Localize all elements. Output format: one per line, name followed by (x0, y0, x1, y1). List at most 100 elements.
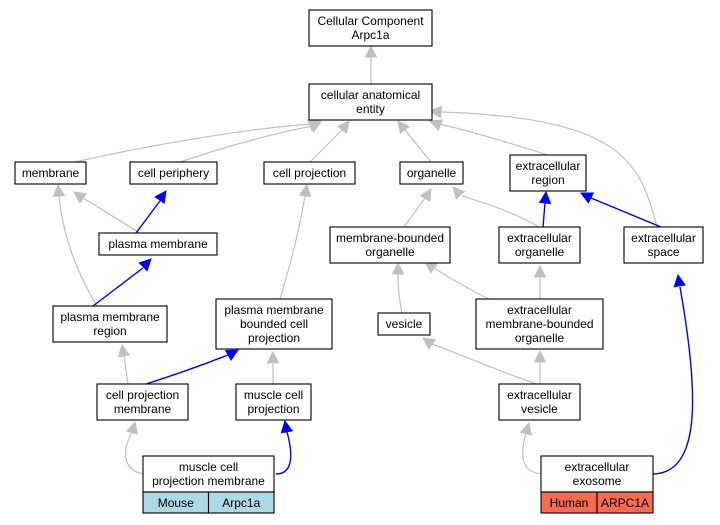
mouse-gene-label: Arpc1a (222, 496, 260, 510)
arrowhead (307, 121, 323, 133)
node-label-line: space (647, 245, 679, 259)
human-species-label: Human (550, 496, 589, 510)
arrowhead (391, 261, 405, 275)
edge (309, 129, 343, 163)
arrowhead (138, 258, 152, 272)
node-label-line: extracellular (507, 388, 572, 402)
edge (440, 111, 658, 228)
node-box (96, 383, 189, 421)
node-box (377, 312, 431, 336)
node-vesicle[interactable]: vesicle (377, 312, 431, 336)
mouse-gene-cell (207, 491, 275, 514)
edge (179, 125, 314, 163)
edge (461, 195, 540, 228)
node-label-line: cell projection (273, 166, 346, 180)
edge (123, 355, 129, 385)
node-box (308, 83, 433, 121)
arrowhead (419, 188, 432, 203)
node-label-line: cell periphery (138, 166, 209, 180)
arrowhead (422, 337, 437, 350)
edge (431, 343, 538, 385)
node-label-line: projection membrane (152, 474, 265, 488)
arrowhead (533, 349, 547, 363)
node-label-line: cell projection (106, 388, 179, 402)
node-box (52, 305, 168, 343)
node-label-line: muscle cell (179, 460, 238, 474)
edge (404, 129, 432, 163)
node-label-line: membrane (22, 166, 80, 180)
node-label-line: membrane-bounded (336, 231, 444, 245)
node-label-line: plasma membrane (60, 310, 160, 324)
arrowhead (538, 190, 552, 204)
node-label-line: organelle (515, 245, 565, 259)
edge (590, 197, 662, 228)
node-box (215, 298, 333, 350)
node-organelle[interactable]: organelle (399, 161, 464, 185)
edge (542, 202, 546, 228)
human-gene-cell (596, 491, 654, 514)
node-box (399, 161, 464, 185)
edge (58, 195, 98, 307)
node-box (142, 455, 275, 493)
arrowhead (452, 186, 466, 200)
edge (437, 123, 549, 156)
node-box (498, 226, 581, 264)
node-label-line: organelle (407, 166, 457, 180)
node-label-line: extracellular (631, 231, 696, 245)
edge (135, 200, 161, 234)
arrowhead (428, 119, 444, 132)
edge (279, 195, 306, 300)
node-box (498, 383, 581, 421)
arrowhead (336, 120, 350, 134)
node-label-line: projection (247, 402, 299, 416)
node-label-line: entity (356, 102, 385, 116)
arrowhead (428, 105, 442, 119)
node-membrane[interactable]: membrane (14, 161, 87, 185)
edge (651, 286, 694, 475)
edge (397, 272, 403, 314)
node-label-line: vesicle (521, 402, 558, 416)
human-gene-label: ARPC1A (601, 496, 649, 510)
node-box (475, 298, 604, 350)
edge (74, 123, 314, 163)
arrowhead (280, 419, 294, 434)
node-cell-periphery[interactable]: cell periphery (129, 161, 218, 185)
node-label-line: extracellular (565, 460, 630, 474)
node-box (509, 154, 587, 192)
arrowhead (424, 261, 439, 274)
node-label-line: extracellular (507, 231, 572, 245)
node-label-line: muscle cell (244, 388, 303, 402)
arrowhead (298, 183, 312, 198)
node-plasma-membrane[interactable]: plasma membrane (98, 232, 218, 256)
node-box (235, 383, 312, 421)
node-cell-projection[interactable]: cell projection (263, 161, 356, 185)
node-box (263, 161, 356, 185)
node-label-line: membrane-bounded (485, 317, 593, 331)
node-label-line: region (93, 324, 126, 338)
node-box (14, 161, 87, 185)
node-label-line: organelle (365, 245, 415, 259)
node-label-line: organelle (515, 331, 565, 345)
node-box (329, 226, 451, 264)
arrowhead (73, 191, 88, 204)
arrowhead (519, 421, 533, 436)
node-label-line: bounded cell (240, 317, 308, 331)
arrowhead (154, 190, 167, 205)
node-label-line: membrane (114, 402, 172, 416)
